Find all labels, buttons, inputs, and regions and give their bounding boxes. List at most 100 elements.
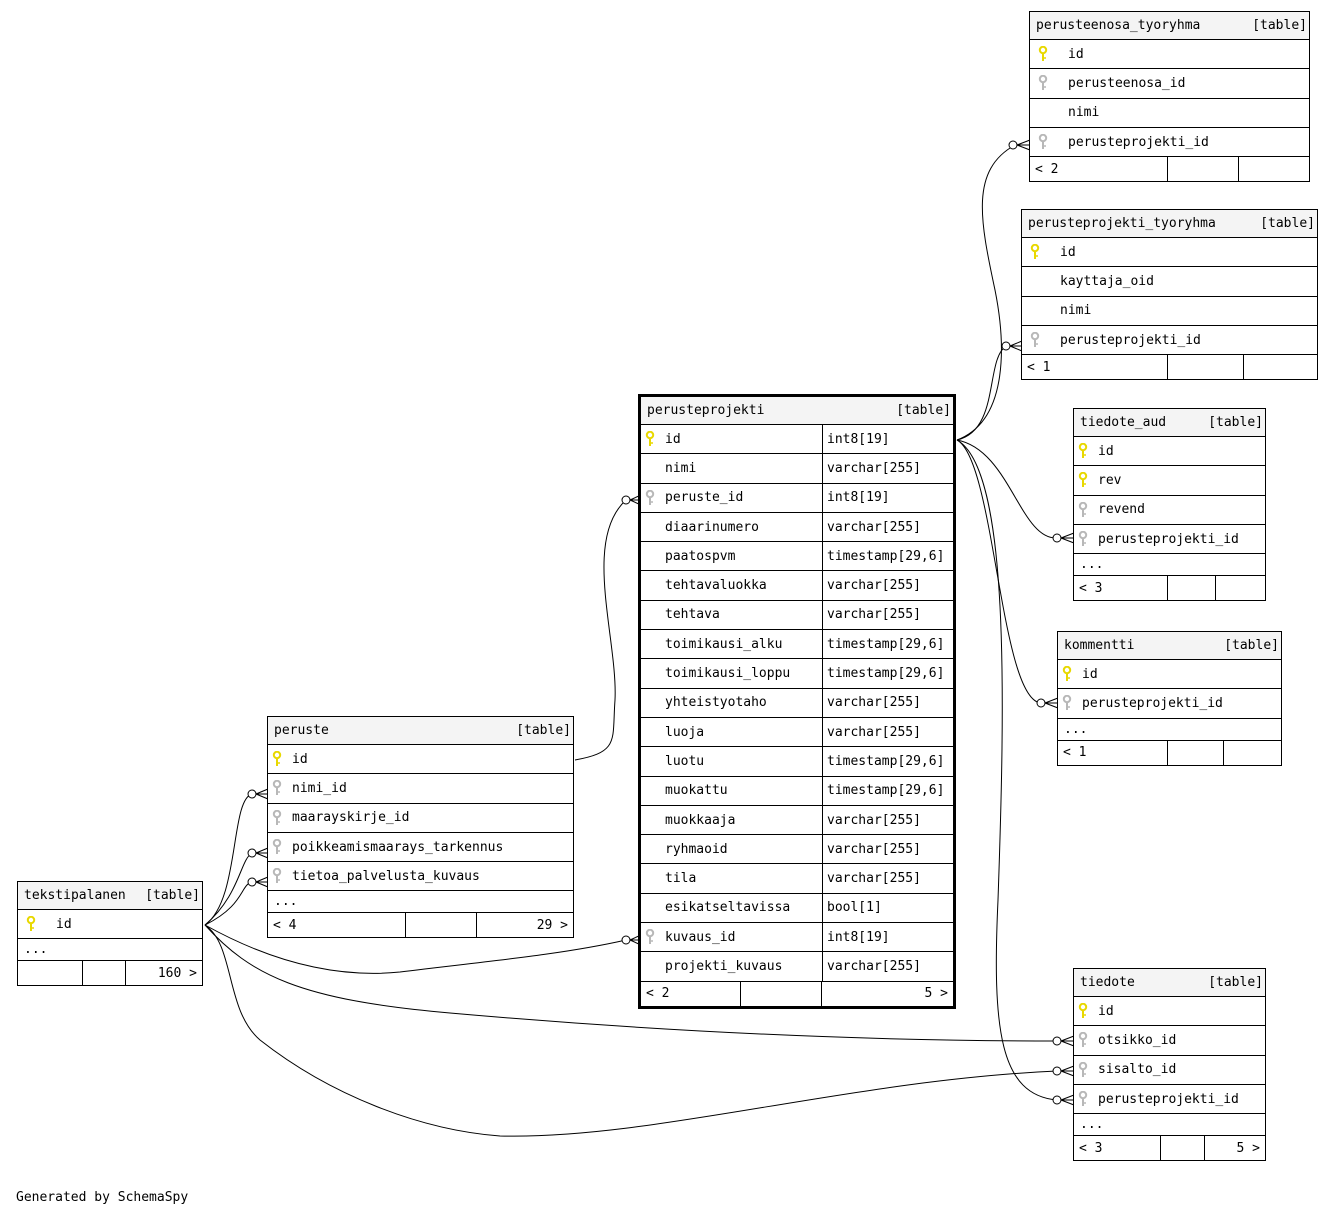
column-row[interactable]: perusteprojekti_id — [1074, 525, 1265, 555]
table-perusteprojekti-tyoryhma[interactable]: perusteprojekti_tyoryhma[table]id kayttaj… — [1021, 209, 1318, 381]
child-count[interactable]: 160 > — [157, 965, 197, 981]
parent-count[interactable]: < 4 — [268, 913, 406, 938]
parent-count[interactable]: < 2 — [1030, 157, 1168, 182]
parent-count[interactable]: < 3 — [1074, 576, 1168, 601]
column-row[interactable]: tietoa_palvelusta_kuvaus — [268, 862, 573, 892]
column-name: revend — [1098, 502, 1145, 518]
primary-key-icon — [1030, 244, 1040, 260]
column-name: paatospvm — [665, 548, 736, 564]
parent-count[interactable]: < 1 — [1058, 740, 1168, 765]
column-name: maarayskirje_id — [292, 810, 410, 826]
table-header: perusteprojekti_tyoryhma[table] — [1022, 210, 1317, 238]
column-row[interactable]: id — [1074, 437, 1265, 467]
column-row[interactable]: nimi_id — [268, 774, 573, 804]
row-count — [1161, 1136, 1205, 1161]
child-count[interactable]: 5 > — [1236, 1140, 1260, 1156]
parent-count[interactable] — [18, 961, 83, 986]
column-row[interactable]: perusteenosa_id — [1030, 69, 1309, 99]
column-row[interactable]: sisalto_id — [1074, 1056, 1265, 1085]
child-count[interactable]: 5 > — [924, 986, 948, 1002]
crowfoot — [1060, 1094, 1075, 1106]
table-footer: < 3 5 > — [1074, 1136, 1265, 1161]
column-row[interactable]: rev — [1074, 466, 1265, 496]
column-row[interactable]: nimi — [1022, 297, 1317, 326]
column-name: nimi — [1068, 105, 1100, 121]
column-row[interactable]: id — [1030, 40, 1309, 70]
link-tiedote-otsikko — [204, 924, 1058, 1042]
column-row[interactable]: perusteprojekti_id — [1030, 128, 1309, 158]
column-row[interactable]: maarayskirje_id — [268, 804, 573, 833]
table-header: tiedote[table] — [1074, 969, 1265, 997]
table-footer: < 2 5 > — [641, 981, 953, 1006]
table-footer: < 2 — [1030, 157, 1309, 182]
table-header: perusteenosa_tyoryhma[table] — [1030, 12, 1309, 40]
column-name: kuvaus_id — [665, 929, 736, 945]
column-row[interactable]: id — [1022, 238, 1317, 268]
column-row[interactable]: otsikko_id — [1074, 1026, 1265, 1056]
table-header: tiedote_aud[table] — [1074, 409, 1265, 437]
column-row[interactable]: poikkeamismaarays_tarkennus — [268, 833, 573, 863]
child-count[interactable] — [1239, 157, 1309, 181]
column-row[interactable]: revend — [1074, 496, 1265, 525]
column-row[interactable]: nimi — [1030, 99, 1309, 128]
link-end-circle — [1001, 341, 1011, 351]
table-name: tekstipalanen — [24, 888, 126, 903]
crowfoot — [1009, 340, 1023, 352]
key-slot — [1074, 1061, 1092, 1078]
column-row[interactable]: perusteprojekti_id — [1074, 1085, 1265, 1115]
column-name: id — [1060, 244, 1076, 260]
column-row[interactable]: id — [268, 745, 573, 775]
parent-count[interactable]: < 1 — [1022, 355, 1168, 380]
table-tekstipalanen[interactable]: tekstipalanen[table]id...160 > — [17, 881, 203, 987]
column-row[interactable]: kayttaja_oid — [1022, 267, 1317, 297]
table-perusteenosa-tyoryhma[interactable]: perusteenosa_tyoryhma[table]id perusteeno… — [1029, 11, 1310, 183]
parent-count[interactable]: < 3 — [1074, 1136, 1161, 1161]
row-count — [406, 913, 477, 938]
column-name: peruste_id — [665, 490, 744, 506]
column-row[interactable]: perusteprojekti_id — [1058, 689, 1281, 719]
column-type: varchar[255] — [822, 688, 953, 717]
child-count[interactable] — [1216, 576, 1265, 600]
column-row[interactable]: id — [1058, 660, 1281, 690]
foreign-key-icon — [1078, 501, 1088, 517]
row-count — [741, 981, 822, 1006]
column-name: id — [1068, 46, 1084, 62]
primary-key-icon — [1078, 472, 1088, 488]
parent-count[interactable]: < 2 — [641, 981, 741, 1006]
child-count[interactable] — [1244, 355, 1317, 379]
table-footer: < 1 — [1058, 740, 1281, 765]
link-end-circle — [1008, 140, 1018, 150]
primary-key-icon — [272, 751, 282, 767]
column-row[interactable]: perusteprojekti_id — [1022, 326, 1317, 356]
column-name: tietoa_palvelusta_kuvaus — [292, 868, 480, 884]
column-row[interactable]: id — [18, 910, 202, 940]
column-type: varchar[255] — [822, 454, 953, 483]
child-count[interactable] — [1224, 741, 1281, 765]
child-count[interactable]: 29 > — [536, 917, 568, 933]
column-row[interactable]: id — [1074, 997, 1265, 1027]
